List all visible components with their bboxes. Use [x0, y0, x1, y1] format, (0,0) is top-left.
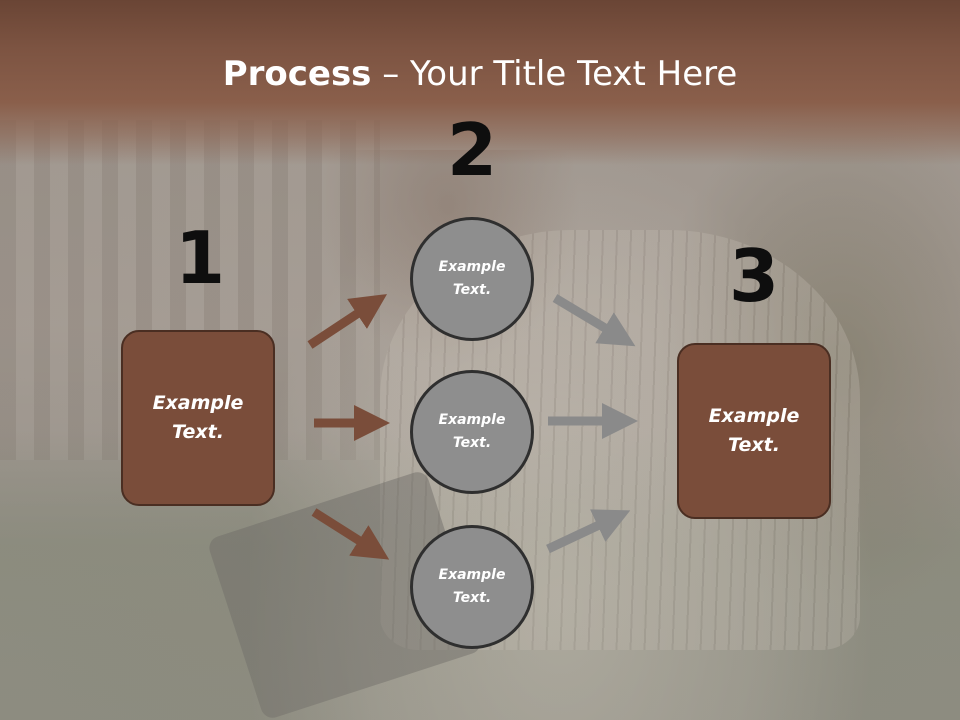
step-number-2[interactable]: 2: [446, 108, 498, 192]
step-circle-bottom[interactable]: Example Text.: [410, 525, 534, 649]
circle-bottom-label: Example Text.: [438, 567, 506, 606]
header-band: [0, 0, 960, 165]
step-circle-top[interactable]: Example Text.: [410, 217, 534, 341]
step-number-3[interactable]: 3: [728, 234, 780, 318]
step-circle-middle[interactable]: Example Text.: [410, 370, 534, 494]
circle-middle-label: Example Text.: [438, 412, 506, 451]
circle-top-label: Example Text.: [438, 259, 506, 298]
box-left-label: Example Text.: [152, 392, 244, 443]
step-box-right[interactable]: Example Text.: [677, 343, 831, 519]
box-right-label: Example Text.: [708, 405, 800, 456]
slide-title-bold: Process: [222, 54, 372, 94]
step-number-1[interactable]: 1: [174, 216, 226, 300]
step-box-left[interactable]: Example Text.: [121, 330, 275, 506]
slide-title[interactable]: Process – Your Title Text Here: [0, 52, 960, 96]
slide-title-rest: – Your Title Text Here: [371, 54, 738, 94]
